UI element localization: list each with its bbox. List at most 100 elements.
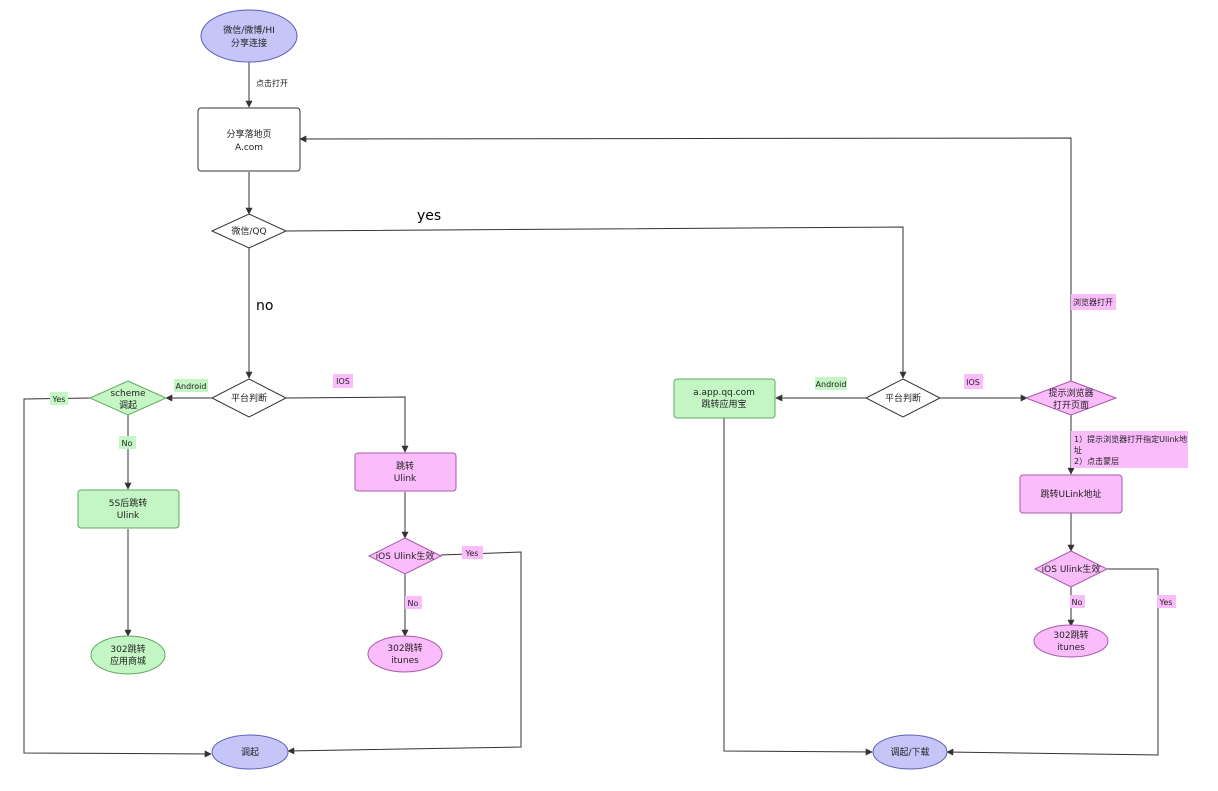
node-browser-prompt-line1: 提示浏览器 [1048,387,1093,399]
node-app-qq[interactable]: a.app.qq.com 跳转应用宝 [673,378,776,419]
node-delay-ulink-line1: 5S后跳转 [109,497,147,509]
node-browser-prompt-line2: 打开页面 [1053,399,1089,411]
label-yes-ulink-right: Yes [1157,595,1176,608]
label-prompt-steps-line3: 2）点击蒙层 [1074,456,1119,466]
label-prompt-steps-line1: 1）提示浏览器打开指定Ulink地 [1074,434,1187,444]
node-itunes-right-line1: 302跳转 [1053,629,1088,641]
node-redirect-store-shape [90,635,166,675]
node-platform-right-shape [864,378,942,418]
label-yes-left: Yes [50,392,68,405]
node-itunes-left-line2: itunes [391,656,419,666]
node-jump-ulink-line2: Ulink [394,474,417,484]
node-itunes-right-line2: itunes [1057,643,1085,653]
label-no-left: No [119,436,136,449]
nodes: 微信/微博/HI 分享连接 分享落地页 A.com 微信/QQ 平台判断 sch… [77,9,1123,770]
edge-scheme-yes [23,397,212,758]
node-landing-page-line2: A.com [235,143,263,153]
node-redirect-store-line2: 应用商城 [110,655,146,667]
label-ios-left: IOS [333,374,353,388]
label-ios-right-text: IOS [966,378,980,387]
node-jump-ulink[interactable]: 跳转 Ulink [354,452,457,492]
node-platform-right-decision[interactable]: 平台判断 [864,378,942,418]
node-delay-ulink-shape [77,489,180,529]
edge-app-qq-to-download [723,418,873,756]
node-platform-left-label: 平台判断 [231,392,267,404]
edge-ulink-right-yes [946,568,1159,756]
node-itunes-left-line1: 302跳转 [387,642,422,654]
label-no-ulink-right: No [1070,595,1085,608]
edge-browser-open-back [299,135,1072,381]
label-yes-big: yes [417,208,441,224]
node-redirect-store-line1: 302跳转 [110,643,145,655]
node-itunes-left[interactable]: 302跳转 itunes [367,635,443,673]
node-invoke-download[interactable]: 调起/下载 [872,734,948,770]
label-no-ulink-right-text: No [1072,598,1083,607]
node-invoke-left-shape [211,734,289,770]
node-browser-prompt-shape [1024,380,1118,416]
node-landing-page-shape [197,107,301,172]
node-jump-ulink-shape [354,452,457,492]
node-ios-ulink-left-shape [367,537,443,575]
label-no-ulink-left: No [405,596,422,609]
label-prompt-steps-line2: 址 [1074,445,1082,455]
label-android-left-text: Android [176,382,207,391]
node-scheme-invoke-decision[interactable]: scheme 调起 [88,380,168,416]
label-click-open: 点击打开 [256,78,288,88]
node-invoke-download-shape [872,734,948,770]
node-platform-left-decision[interactable]: 平台判断 [210,378,288,418]
node-landing-page[interactable]: 分享落地页 A.com [197,107,301,172]
node-ios-ulink-left-label: iOS Ulink生效 [376,550,435,562]
edges [23,62,1159,758]
label-android-right-text: Android [816,380,847,389]
node-scheme-invoke-line2: 调起 [119,400,137,411]
node-app-qq-line2: 跳转应用宝 [701,398,746,410]
edge-wechat-yes-to-platform-right [284,226,907,379]
node-invoke-left[interactable]: 调起 [211,734,289,770]
node-delay-ulink-line2: Ulink [117,511,140,521]
node-jump-ulink-addr[interactable]: 跳转ULink地址 [1019,474,1123,514]
label-yes-left-text: Yes [52,395,66,404]
label-yes-ulink-right-text: Yes [1159,598,1173,607]
node-redirect-store[interactable]: 302跳转 应用商城 [90,635,166,675]
node-wechat-qq-label: 微信/QQ [231,225,266,237]
node-landing-page-line1: 分享落地页 [226,128,271,140]
node-platform-right-label: 平台判断 [885,392,921,404]
label-no-ulink-left-text: No [408,599,419,608]
node-browser-prompt-decision[interactable]: 提示浏览器 打开页面 [1024,380,1118,416]
node-jump-ulink-addr-label: 跳转ULink地址 [1040,488,1101,500]
node-delay-ulink[interactable]: 5S后跳转 Ulink [77,489,180,529]
label-android-left: Android [174,379,208,392]
label-yes-ulink-left: Yes [462,546,483,559]
node-app-qq-line1: a.app.qq.com [693,388,755,398]
node-app-qq-shape [673,378,776,419]
node-share-start-line1: 微信/微博/HI [223,24,275,36]
node-jump-ulink-line1: 跳转 [396,460,414,472]
node-invoke-left-label: 调起 [241,747,259,758]
node-invoke-download-label: 调起/下载 [890,746,929,758]
edge-platform-left-ios [285,396,409,453]
label-browser-open: 浏览器打开 [1071,294,1116,310]
node-wechat-qq-shape [210,213,288,249]
node-ios-ulink-right-label: iOS Ulink生效 [1042,563,1101,575]
node-itunes-right[interactable]: 302跳转 itunes [1033,624,1109,658]
label-browser-open-text: 浏览器打开 [1073,297,1113,307]
label-yes-ulink-left-text: Yes [465,549,479,558]
edge-labels: 点击打开 yes no Android IOS Yes No Yes No [50,78,1188,609]
node-itunes-left-shape [367,635,443,673]
label-android-right: Android [815,377,847,390]
label-no-big: no [256,298,273,314]
node-wechat-qq-decision[interactable]: 微信/QQ [210,213,288,249]
node-ios-ulink-right-decision[interactable]: iOS Ulink生效 [1033,550,1109,588]
node-ios-ulink-left-decision[interactable]: iOS Ulink生效 [367,537,443,575]
label-ios-left-text: IOS [336,377,350,386]
node-share-start-shape [200,9,298,63]
node-scheme-invoke-shape [88,380,168,416]
node-platform-left-shape [210,378,288,418]
node-itunes-right-shape [1033,624,1109,658]
label-ios-right: IOS [964,374,983,389]
label-prompt-steps: 1）提示浏览器打开指定Ulink地 址 2）点击蒙层 [1071,431,1188,468]
node-share-start[interactable]: 微信/微博/HI 分享连接 [200,9,298,63]
node-jump-ulink-addr-shape [1019,474,1123,514]
node-scheme-invoke-line1: scheme [110,389,146,399]
